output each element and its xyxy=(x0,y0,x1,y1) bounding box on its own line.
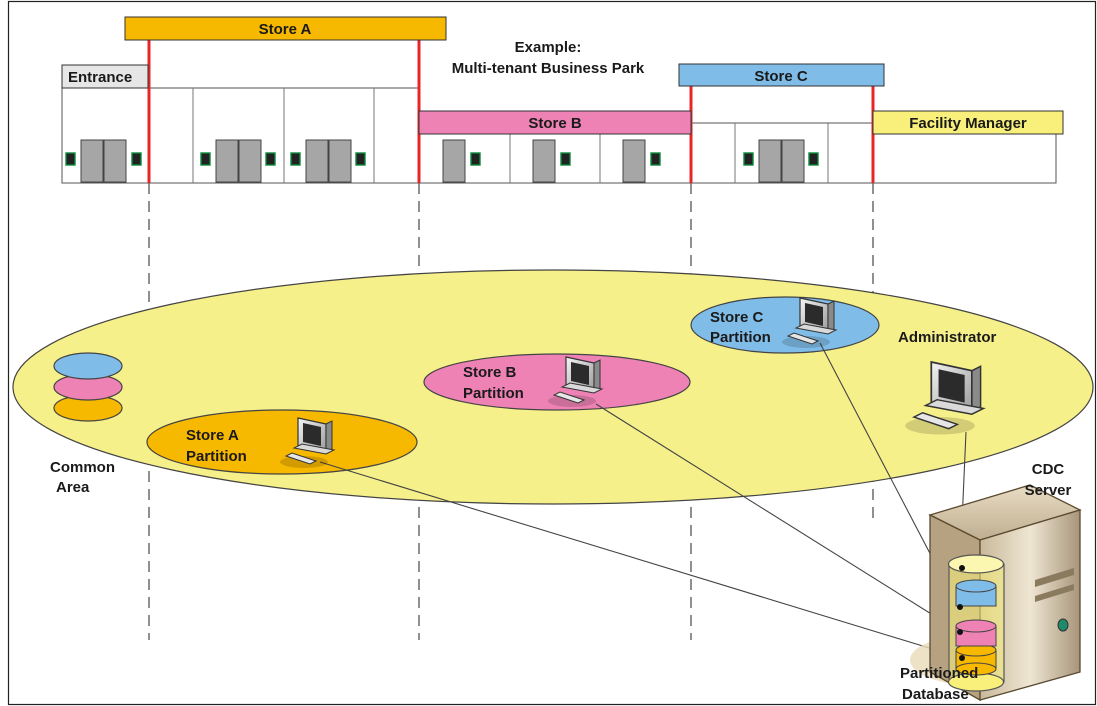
diagram-title-line2: Multi-tenant Business Park xyxy=(452,60,645,77)
common-area-label-line1: Common xyxy=(50,459,115,476)
partitioned-database-label-line2: Database xyxy=(902,686,969,703)
diagram-title-line1: Example: xyxy=(515,39,582,56)
cdc-server-label-line1: CDC xyxy=(1032,461,1065,478)
partitioned-database-label-line1: Partitioned xyxy=(900,665,978,682)
facility-manager-banner-label: Facility Manager xyxy=(909,115,1027,132)
store-a-partition-label-line1: Store A xyxy=(186,427,239,444)
store-a-partition-label-line2: Partition xyxy=(186,448,247,465)
building-facade xyxy=(61,87,1057,184)
entrance-banner xyxy=(61,64,149,89)
administrator-label: Administrator xyxy=(898,329,997,346)
entrance-banner-label: Entrance xyxy=(68,69,132,86)
store-a-partition-ellipse xyxy=(146,409,418,475)
store-b-banner xyxy=(418,110,692,135)
store-c-banner-label: Store C xyxy=(754,68,808,85)
store-b-banner-label: Store B xyxy=(528,115,582,132)
cdc-server-icon xyxy=(910,484,1082,702)
facility-manager-banner xyxy=(872,110,1064,135)
cdc-server-label-line2: Server xyxy=(1025,482,1072,499)
store-c-partition-label-line1: Store C xyxy=(710,309,764,326)
store-a-banner-label: Store A xyxy=(259,21,312,38)
store-c-partition-label-line2: Partition xyxy=(710,329,771,346)
store-a-banner xyxy=(124,16,447,41)
store-b-partition-ellipse xyxy=(423,353,691,411)
outer-frame xyxy=(7,0,1097,706)
partitioned-database-icon xyxy=(947,554,1005,692)
store-c-banner xyxy=(678,63,885,87)
store-b-partition-label-line2: Partition xyxy=(463,385,524,402)
partition-stack-icon xyxy=(53,352,123,422)
store-b-partition-label-line1: Store B xyxy=(463,364,517,381)
common-area-label-line2: Area xyxy=(56,479,90,496)
